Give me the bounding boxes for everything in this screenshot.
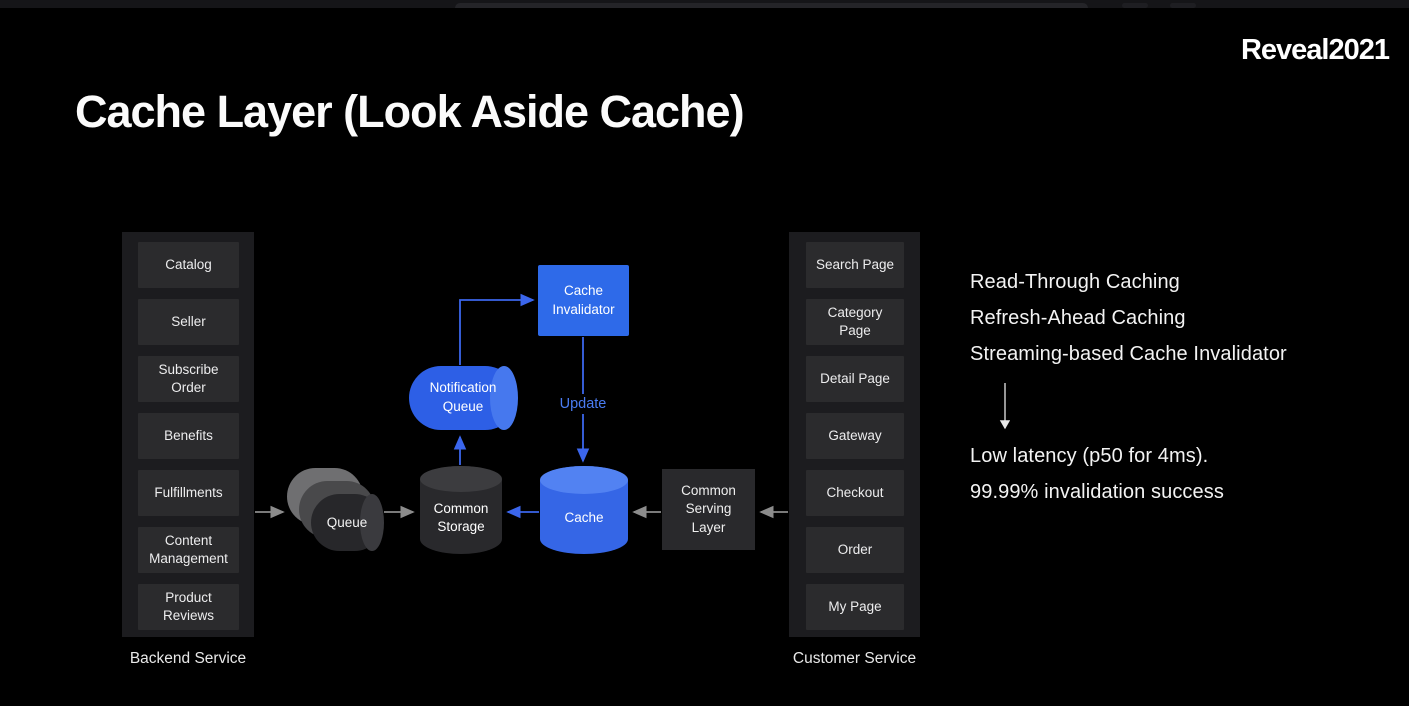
- customer-box-category-page: Category Page: [806, 299, 904, 345]
- arrow-notification-queue-to-invalidator: [459, 293, 535, 365]
- notification-queue-label: Notification Queue: [429, 380, 497, 414]
- note-low-latency: Low latency (p50 for 4ms).: [970, 445, 1209, 467]
- customer-box-gateway: Gateway: [806, 413, 904, 459]
- queue-cylinder: Queue: [311, 494, 384, 551]
- browser-extension-icon[interactable]: [1170, 3, 1196, 8]
- browser-extension-icon[interactable]: [1122, 3, 1148, 8]
- cache-label: Cache: [564, 509, 604, 525]
- page-title: Cache Layer (Look Aside Cache): [75, 86, 745, 137]
- customer-box-search-page: Search Page: [806, 242, 904, 288]
- browser-top-strip: [0, 0, 1409, 8]
- common-storage-label: Common Storage: [433, 500, 489, 534]
- notification-queue-cylinder: Notification Queue: [409, 366, 518, 430]
- note-refresh-ahead: Refresh-Ahead Caching: [970, 307, 1186, 329]
- cache-cylinder: Cache: [540, 466, 628, 554]
- customer-box-my-page: My Page: [806, 584, 904, 630]
- backend-service-panel: Catalog Seller Subscribe Order Benefits …: [122, 232, 254, 637]
- event-logo: Reveal2021: [1240, 34, 1390, 66]
- cache-cylinder-top: [540, 466, 628, 494]
- cache-invalidator-box: Cache Invalidator: [538, 265, 629, 336]
- notification-queue-cap: [490, 366, 518, 430]
- backend-box-content-management: Content Management: [138, 527, 239, 573]
- backend-box-subscribe-order: Subscribe Order: [138, 356, 239, 402]
- queue-label: Queue: [326, 515, 368, 530]
- common-storage-cylinder: Common Storage: [420, 466, 502, 554]
- backend-service-label: Backend Service: [129, 650, 247, 667]
- address-bar-edge[interactable]: [455, 3, 1088, 8]
- customer-box-detail-page: Detail Page: [806, 356, 904, 402]
- note-streaming-invalidator: Streaming-based Cache Invalidator: [970, 343, 1287, 365]
- customer-box-order: Order: [806, 527, 904, 573]
- queue-cylinder-cap: [360, 494, 384, 551]
- common-serving-layer-box: Common Serving Layer: [662, 469, 755, 550]
- customer-box-checkout: Checkout: [806, 470, 904, 516]
- customer-service-label: Customer Service: [792, 650, 917, 667]
- backend-box-seller: Seller: [138, 299, 239, 345]
- backend-box-benefits: Benefits: [138, 413, 239, 459]
- note-invalidation-success: 99.99% invalidation success: [970, 481, 1224, 503]
- update-label: Update: [555, 394, 611, 414]
- note-read-through: Read-Through Caching: [970, 271, 1180, 293]
- backend-box-product-reviews: Product Reviews: [138, 584, 239, 630]
- customer-service-panel: Search Page Category Page Detail Page Ga…: [789, 232, 920, 637]
- backend-box-catalog: Catalog: [138, 242, 239, 288]
- backend-box-fulfillments: Fulfillments: [138, 470, 239, 516]
- common-storage-cylinder-top: [420, 466, 502, 492]
